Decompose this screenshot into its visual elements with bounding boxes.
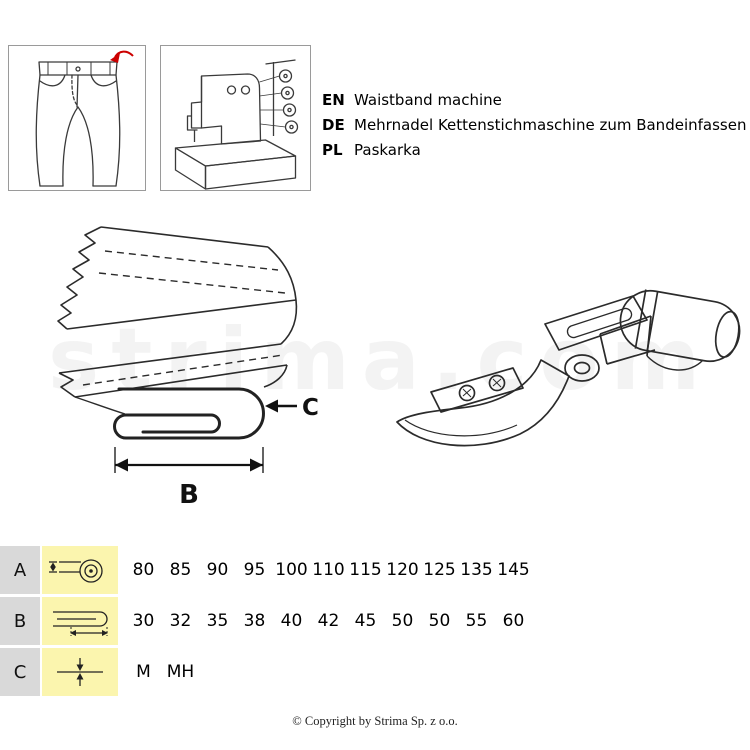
row-key-c: C xyxy=(0,648,40,696)
table-value: 135 xyxy=(460,560,493,580)
dimension-label-c: C xyxy=(302,395,319,421)
language-descriptions: EN Waistband machine DE Mehrnadel Ketten… xyxy=(322,92,746,167)
lang-code-en: EN xyxy=(322,91,345,109)
dimension-b-arrow xyxy=(114,447,264,473)
table-value: 35 xyxy=(206,611,229,631)
row-key-b: B xyxy=(0,597,40,645)
machine-thumbnail-box xyxy=(160,45,311,191)
jeans-thumbnail-box xyxy=(8,45,146,191)
table-value: 50 xyxy=(391,611,414,631)
table-row-b: B 30 32 35 38 40 42 45 50 50 55 60 xyxy=(0,597,750,645)
table-value: 45 xyxy=(354,611,377,631)
table-value: 38 xyxy=(243,611,266,631)
row-icon-cell-b xyxy=(42,597,118,645)
row-icon-cell-c xyxy=(42,648,118,696)
sewing-machine-icon xyxy=(174,59,299,190)
table-value: 42 xyxy=(317,611,340,631)
copyright-text: © Copyright by Strima Sp. z o.o. xyxy=(292,714,458,728)
table-value: 110 xyxy=(312,560,345,580)
table-value: 95 xyxy=(243,560,266,580)
fold-cross-section-diagram: C B xyxy=(57,226,319,508)
table-value: 85 xyxy=(169,560,192,580)
table-row-c: C M MH xyxy=(0,648,750,696)
table-value: 40 xyxy=(280,611,303,631)
lang-text-de: Mehrnadel Kettenstichmaschine zum Bandei… xyxy=(354,116,747,134)
table-value: 90 xyxy=(206,560,229,580)
table-value: 30 xyxy=(132,611,155,631)
lang-text-en: Waistband machine xyxy=(354,91,502,109)
table-value: 80 xyxy=(132,560,155,580)
lang-row-pl: PL Paskarka xyxy=(322,142,746,159)
lang-row-de: DE Mehrnadel Kettenstichmaschine zum Ban… xyxy=(322,117,746,134)
red-arrow-icon xyxy=(110,50,134,63)
dimension-label-b: B xyxy=(179,480,199,508)
row-values-b: 30 32 35 38 40 42 45 50 50 55 60 xyxy=(118,597,532,645)
material-thickness-icon xyxy=(57,658,103,686)
table-value: 60 xyxy=(502,611,525,631)
folded-band-width-icon xyxy=(53,611,108,636)
table-value: 115 xyxy=(349,560,382,580)
folder-attachment-drawing xyxy=(396,289,741,447)
dimension-c-arrow xyxy=(265,399,297,413)
table-value: 55 xyxy=(465,611,488,631)
lang-code-de: DE xyxy=(322,116,345,134)
table-value: M xyxy=(136,662,151,682)
jeans-waistband-icon xyxy=(35,50,134,187)
lang-text-pl: Paskarka xyxy=(354,141,421,159)
table-value: MH xyxy=(166,662,195,682)
row-key-a: A xyxy=(0,546,40,594)
table-value: 100 xyxy=(275,560,308,580)
table-value: 145 xyxy=(497,560,530,580)
table-value: 125 xyxy=(423,560,456,580)
table-value: 32 xyxy=(169,611,192,631)
row-icon-cell-a xyxy=(42,546,118,594)
lang-code-pl: PL xyxy=(322,141,343,159)
table-value: 50 xyxy=(428,611,451,631)
table-value: 120 xyxy=(386,560,419,580)
tape-roll-width-icon xyxy=(49,559,103,583)
row-values-c: M MH xyxy=(118,648,199,696)
lang-row-en: EN Waistband machine xyxy=(322,92,746,109)
